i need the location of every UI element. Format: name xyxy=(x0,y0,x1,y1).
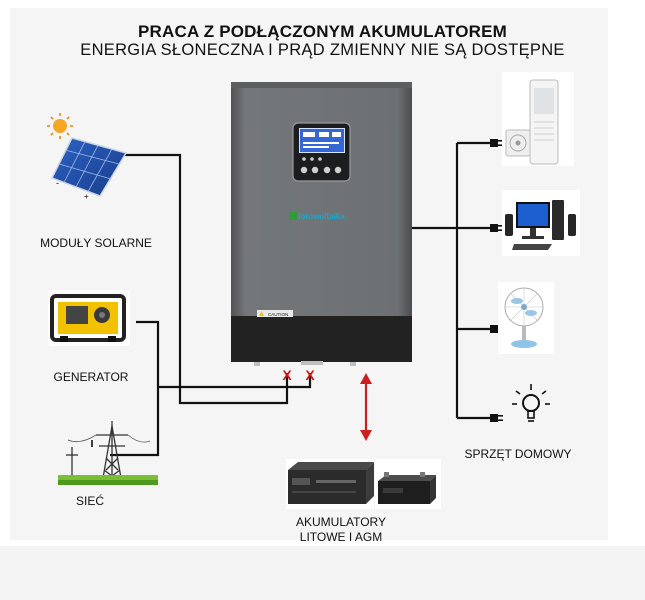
fan-icon xyxy=(498,282,554,354)
inverter-unit: fotowoltaika CAUTION xyxy=(231,82,412,366)
agm-battery-icon xyxy=(375,459,441,509)
power-pylon-icon xyxy=(66,421,151,485)
label-household-equipment: SPRZĘT DOMOWY xyxy=(464,447,572,461)
computer-icon xyxy=(502,190,580,256)
air-conditioner-icon xyxy=(502,72,574,166)
sun-icon xyxy=(47,113,73,139)
label-grid: SIEĆ xyxy=(75,494,104,508)
wiring xyxy=(110,141,492,457)
label-batteries: AKUMULATORY LITOWE I AGM xyxy=(286,515,396,545)
brand-logo: fotowoltaika xyxy=(289,212,345,221)
generator-icon xyxy=(48,290,130,346)
plug-icon xyxy=(490,139,503,422)
solar-wire xyxy=(118,153,289,405)
label-batteries-line2: LITOWE I AGM xyxy=(299,530,383,544)
svg-text:+: + xyxy=(84,192,89,201)
generator-wire xyxy=(110,320,160,457)
label-generator: GENERATOR xyxy=(53,370,129,384)
caution-text: CAUTION xyxy=(268,312,288,317)
bottom-strip xyxy=(0,546,645,600)
solar-panel-icon: - + xyxy=(50,137,128,201)
caution-label xyxy=(257,310,293,317)
disconnect-mark-grid: X xyxy=(305,367,315,383)
title-sub: ENERGIA SŁONECZNA I PRĄD ZMIENNY NIE SĄ … xyxy=(80,41,565,59)
svg-text:-: - xyxy=(56,178,59,188)
grid-junction-wire xyxy=(158,373,312,389)
light-bulb-icon xyxy=(512,384,550,422)
battery-rack-icon xyxy=(286,459,374,509)
label-batteries-line1: AKUMULATORY xyxy=(295,515,387,529)
battery-flow-arrow xyxy=(360,373,372,441)
brand-text: fotowoltaika xyxy=(298,212,345,221)
disconnect-mark-solar: X xyxy=(282,367,292,383)
label-solar-modules: MODUŁY SOLARNE xyxy=(40,236,152,250)
title-main: PRACA Z PODŁĄCZONYM AKUMULATOREM xyxy=(137,22,508,41)
